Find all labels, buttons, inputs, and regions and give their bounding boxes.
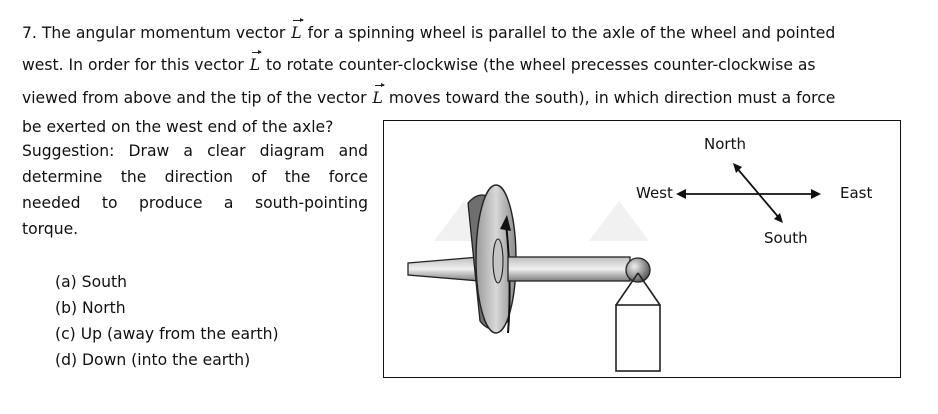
question-text: to rotate counter-clockwise (the wheel p… [266, 56, 816, 74]
question-text: viewed from above and the tip of the vec… [22, 89, 367, 107]
question-number: 7. [22, 24, 37, 42]
question-text: west. In order for this vector [22, 56, 244, 74]
main-axle [507, 256, 631, 282]
suggestion-line-4: torque. [22, 220, 79, 238]
east-arrowhead [811, 189, 821, 199]
vector-L-symbol: L [291, 18, 305, 42]
suggestion-line-2: determine the direction of the force [22, 168, 368, 186]
west-label: West [636, 184, 673, 202]
question-text: moves toward the south), in which direct… [388, 89, 836, 107]
north-arrowhead [733, 163, 742, 173]
question-line-2: west. In order for this vector L to rota… [22, 50, 816, 76]
suggestion-line-3: needed to produce a south-pointing [22, 194, 368, 212]
vector-L-symbol: L [249, 50, 263, 74]
east-label: East [840, 184, 873, 202]
option-b: (b) North [55, 299, 126, 317]
west-arrowhead [676, 189, 686, 199]
option-c: (c) Up (away from the earth) [55, 325, 279, 343]
watermark [434, 201, 649, 241]
support-pedestal [615, 304, 661, 372]
left-axle-spike [407, 256, 481, 282]
question-line-4: be exerted on the west end of the axle? [22, 118, 334, 136]
gyroscope-diagram [407, 163, 821, 372]
figure-box: North West East South [383, 120, 901, 378]
question-text: for a spinning wheel is parallel to the … [307, 24, 836, 42]
suggestion-line-1: Suggestion: Draw a clear diagram and [22, 142, 368, 160]
support-triangle [615, 272, 661, 306]
north-south-line [735, 166, 781, 220]
option-d: (d) Down (into the earth) [55, 351, 251, 369]
south-label: South [764, 229, 808, 247]
pivot-ball [625, 257, 651, 283]
rotation-arrowhead [500, 215, 511, 231]
question-line-1: 7. The angular momentum vector L for a s… [22, 18, 836, 44]
wheel-hub [492, 238, 504, 284]
north-label: North [704, 135, 746, 153]
option-a: (a) South [55, 273, 127, 291]
question-text: The angular momentum vector [41, 24, 286, 42]
vector-L-symbol: L [372, 83, 386, 107]
south-arrowhead [774, 213, 783, 223]
question-line-3: viewed from above and the tip of the vec… [22, 83, 836, 109]
